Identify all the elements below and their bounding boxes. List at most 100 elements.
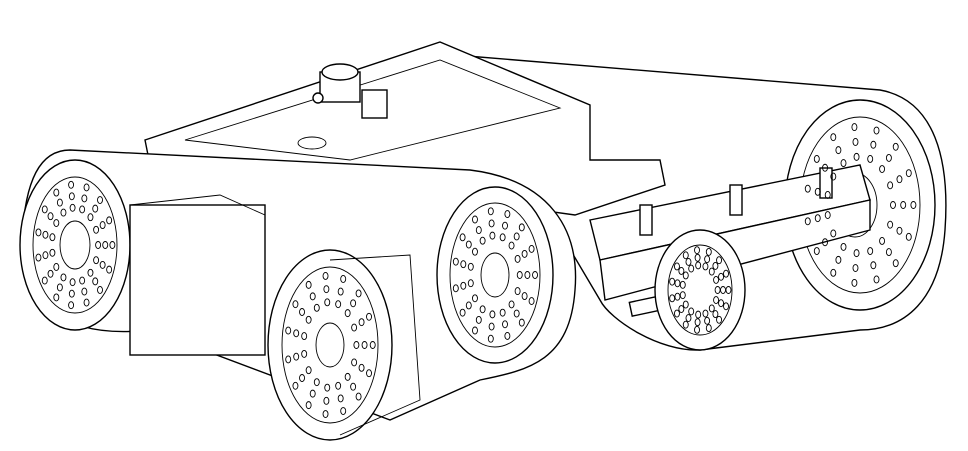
perforation-hole bbox=[718, 272, 724, 281]
perforation-hole bbox=[708, 304, 715, 313]
perforation-hole bbox=[513, 232, 520, 241]
perforation-hole bbox=[353, 341, 360, 349]
perforation-hole bbox=[56, 198, 63, 207]
perforation-hole bbox=[95, 241, 102, 249]
perforation-hole bbox=[337, 394, 344, 403]
perforation-hole bbox=[344, 309, 351, 318]
perforation-hole bbox=[867, 155, 874, 163]
perforation-hole bbox=[835, 255, 842, 264]
perforation-hole bbox=[313, 378, 320, 387]
perforation-hole bbox=[350, 299, 357, 308]
perforation-hole bbox=[309, 389, 316, 398]
perforation-hole bbox=[351, 358, 358, 367]
perforation-hole bbox=[685, 257, 692, 266]
perforation-hole bbox=[504, 331, 511, 340]
perforation-hole bbox=[68, 192, 75, 201]
perforations bbox=[35, 123, 917, 418]
perforation-hole bbox=[870, 261, 877, 270]
perforation-hole bbox=[487, 207, 494, 216]
perforation-hole bbox=[361, 341, 368, 349]
perforation-hole bbox=[521, 292, 528, 301]
perforation-hole bbox=[56, 283, 63, 292]
perforation-hole bbox=[890, 201, 896, 209]
perforation-hole bbox=[835, 146, 842, 155]
perforation-hole bbox=[694, 318, 701, 327]
perforation-hole bbox=[502, 221, 508, 230]
perforation-hole bbox=[305, 315, 312, 324]
perforation-hole bbox=[694, 246, 700, 255]
perforation-hole bbox=[499, 308, 506, 317]
perforation-hole bbox=[68, 301, 75, 310]
perforation-hole bbox=[830, 268, 837, 277]
perforation-hole bbox=[293, 329, 300, 338]
rear-axle-assembly bbox=[589, 164, 871, 351]
perforation-hole bbox=[892, 142, 899, 151]
perforation-hole bbox=[41, 276, 48, 285]
perforation-hole bbox=[335, 300, 342, 309]
perforation-hole bbox=[712, 310, 719, 319]
perforation-hole bbox=[694, 325, 700, 334]
perforation-hole bbox=[335, 381, 342, 390]
perforation-hole bbox=[472, 294, 478, 303]
perforation-hole bbox=[472, 247, 478, 256]
perforation-hole bbox=[459, 233, 466, 242]
battery-box bbox=[129, 204, 266, 356]
perforation-hole bbox=[99, 221, 106, 230]
perforation-hole bbox=[905, 169, 912, 178]
perforation-hole bbox=[695, 310, 702, 319]
perforation-hole bbox=[822, 238, 829, 247]
perforation-hole bbox=[487, 334, 494, 343]
perforation-hole bbox=[293, 352, 300, 361]
perforation-hole bbox=[682, 300, 689, 309]
perforation-hole bbox=[804, 217, 811, 226]
perforation-hole bbox=[337, 287, 344, 296]
perforation-hole bbox=[68, 289, 75, 298]
perforation-hole bbox=[358, 318, 365, 327]
perforation-hole bbox=[851, 123, 858, 132]
perforation-hole bbox=[35, 253, 42, 262]
perforation-hole bbox=[97, 286, 103, 294]
perforation-hole bbox=[674, 279, 681, 288]
perforation-hole bbox=[109, 241, 116, 249]
perforation-hole bbox=[723, 269, 729, 278]
perforation-hole bbox=[713, 275, 720, 284]
perforation-hole bbox=[518, 318, 525, 327]
perforation-hole bbox=[301, 332, 308, 341]
perforation-hole bbox=[508, 300, 515, 309]
perforation-hole bbox=[813, 155, 820, 163]
perforation-hole bbox=[460, 260, 467, 269]
perforation-hole bbox=[521, 249, 528, 258]
perforation-hole bbox=[830, 133, 837, 142]
perforation-hole bbox=[305, 280, 312, 289]
perforation-hole bbox=[718, 299, 724, 308]
perforation-hole bbox=[83, 298, 90, 307]
perforation-hole bbox=[702, 309, 709, 318]
perforation-hole bbox=[68, 180, 75, 189]
perforation-hole bbox=[704, 316, 711, 325]
perforation-hole bbox=[524, 271, 531, 279]
perforation-hole bbox=[840, 242, 847, 251]
perforation-hole bbox=[682, 320, 689, 329]
perforation-hole bbox=[292, 381, 299, 390]
perforation-hole bbox=[324, 383, 331, 392]
perforation-hole bbox=[840, 159, 847, 168]
perforation-hole bbox=[79, 205, 86, 214]
perforation-hole bbox=[702, 262, 709, 271]
perforation-hole bbox=[369, 341, 376, 349]
perforation-hole bbox=[695, 261, 702, 270]
perforation-hole bbox=[723, 302, 729, 311]
perforation-hole bbox=[323, 285, 330, 294]
perforation-hole bbox=[705, 247, 712, 256]
perforation-hole bbox=[355, 289, 362, 298]
perforation-hole bbox=[97, 196, 103, 204]
perforation-hole bbox=[504, 210, 511, 219]
perforation-hole bbox=[92, 204, 99, 213]
perforation-hole bbox=[674, 292, 681, 301]
perforation-hole bbox=[887, 220, 894, 229]
perforation-hole bbox=[678, 305, 685, 313]
perforation-hole bbox=[896, 226, 903, 235]
perforation-hole bbox=[532, 271, 538, 279]
perforation-hole bbox=[358, 363, 365, 372]
perforation-hole bbox=[852, 138, 859, 146]
